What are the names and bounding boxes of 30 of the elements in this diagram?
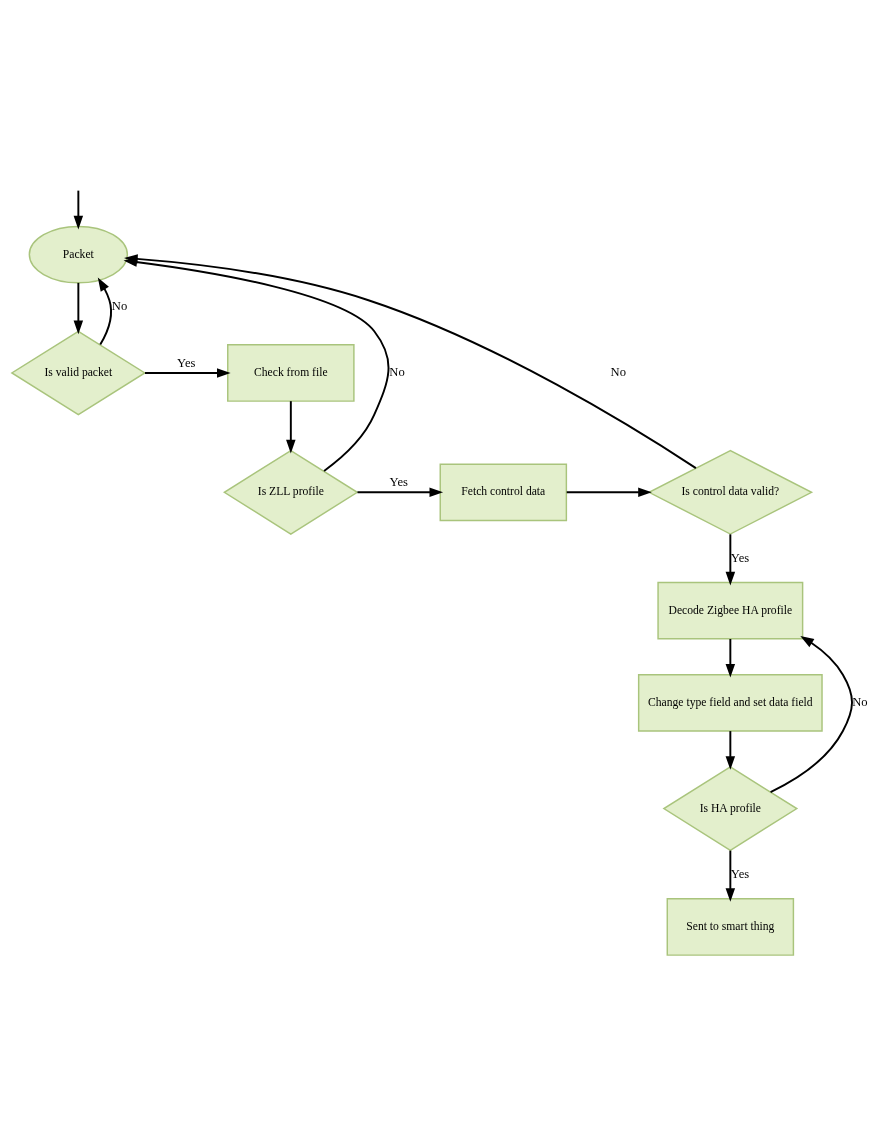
node-box: Sent to smart thing [666, 898, 795, 956]
node-box: Decode Zigbee HA profile [657, 581, 804, 640]
node-diamond: Is control data valid? [647, 449, 814, 535]
node-box: Fetch control data [439, 463, 568, 522]
node-diamond: Is valid packet [10, 330, 147, 416]
edge-label: No [111, 299, 128, 314]
arrow [97, 277, 113, 346]
edge-label: No [852, 695, 868, 710]
edge-label: Yes [730, 866, 750, 881]
edge-label: Yes [389, 474, 408, 489]
node-box: Change type field and set data field [637, 674, 823, 732]
arrow [73, 189, 84, 230]
arrow [356, 487, 444, 498]
arrow [725, 533, 736, 586]
arrow [286, 400, 296, 454]
edge-label: No [610, 365, 626, 380]
arrow [725, 730, 736, 770]
arrow [725, 849, 736, 902]
arrow [565, 487, 652, 498]
node-box: Check from file [227, 344, 355, 402]
arrow [144, 368, 231, 378]
arrow [769, 635, 853, 793]
arrow [73, 281, 84, 335]
node-ellipse: Packet [28, 225, 129, 284]
edge-label: Yes [730, 550, 750, 565]
edge-label: No [389, 365, 405, 380]
edge-label: Yes [177, 355, 196, 370]
node-diamond: Is ZLL profile [223, 449, 359, 535]
arrow [725, 638, 736, 678]
node-diamond: Is HA profile [662, 766, 799, 852]
